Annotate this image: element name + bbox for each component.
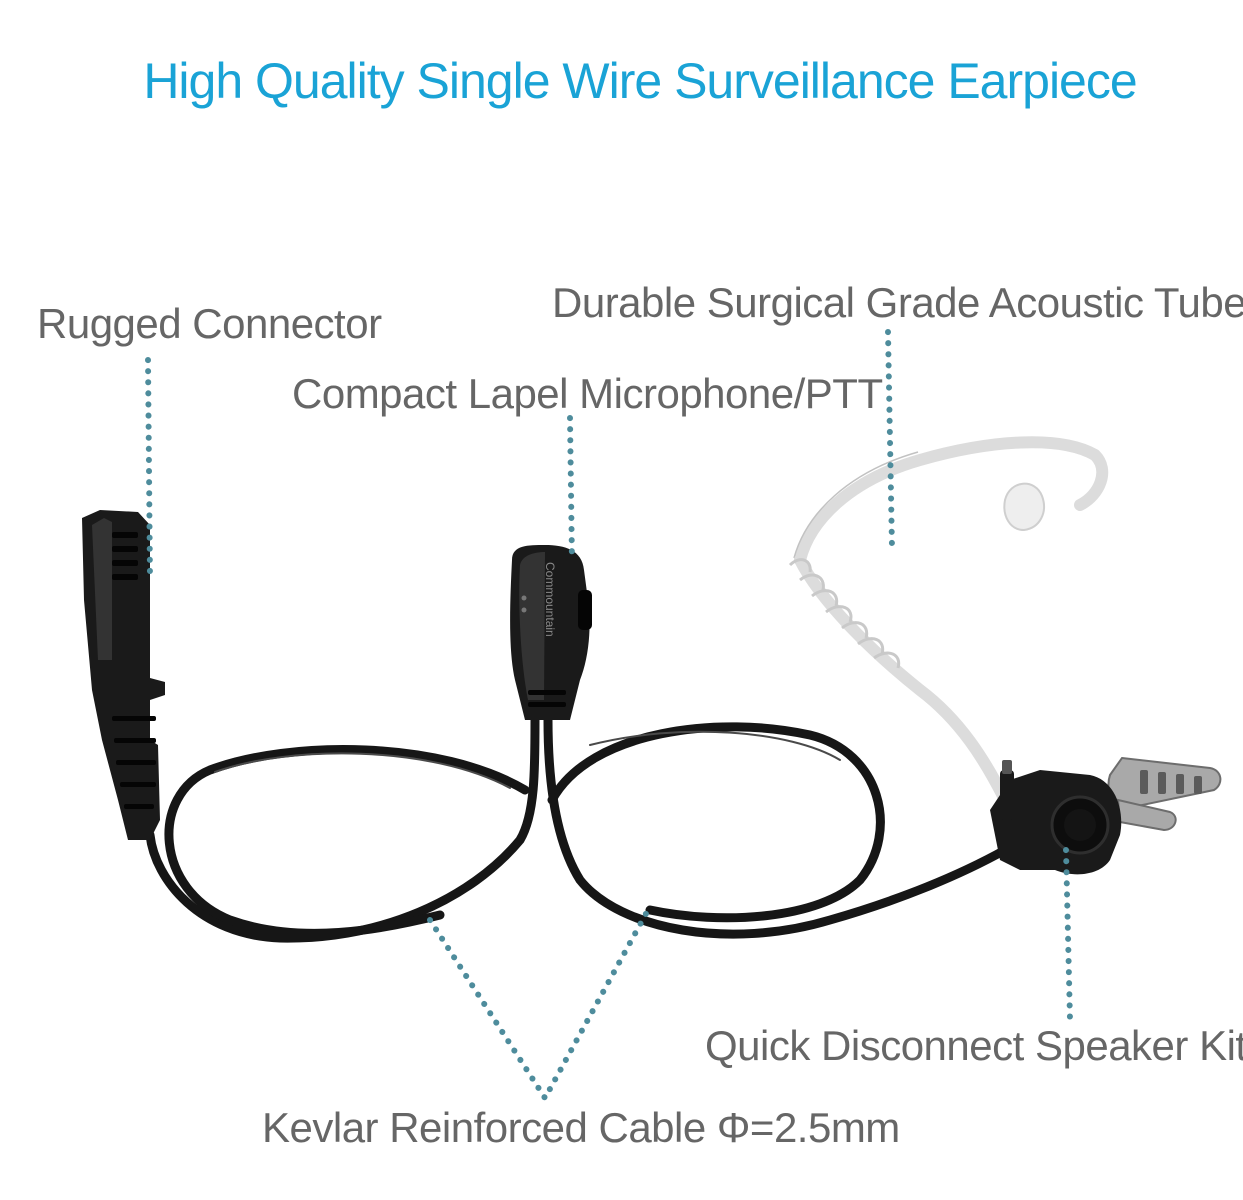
callout-kevlar-cable: Kevlar Reinforced Cable Φ=2.5mm — [262, 1104, 900, 1151]
kevlar-cable — [145, 715, 1010, 943]
leader-lines — [145, 329, 1073, 1104]
leader-acoustic-tube — [885, 329, 895, 551]
leader-kevlar-cable — [427, 907, 651, 1104]
callout-speaker-kit: Quick Disconnect Speaker Kit — [705, 1022, 1243, 1069]
leader-speaker-kit — [1063, 847, 1073, 1023]
speaker-kit — [990, 756, 1222, 875]
acoustic-tube — [788, 436, 1109, 806]
callout-lapel-microphone: Compact Lapel Microphone/PTT — [292, 370, 883, 417]
leader-lapel-microphone — [567, 415, 575, 565]
callout-rugged-connector: Rugged Connector — [37, 300, 382, 347]
lapel-microphone: Commountain — [510, 545, 592, 720]
brand-mark: Commountain — [543, 562, 557, 637]
callout-acoustic-tube: Durable Surgical Grade Acoustic Tube — [552, 279, 1243, 326]
diagram-title: High Quality Single Wire Surveillance Ea… — [143, 53, 1136, 109]
leader-rugged-connector — [145, 357, 153, 581]
rugged-connector — [82, 510, 165, 840]
